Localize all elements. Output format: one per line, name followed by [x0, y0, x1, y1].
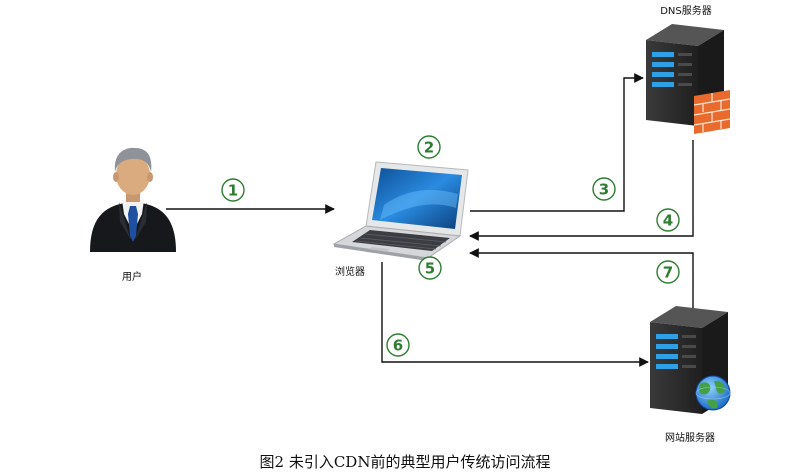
step-number: 4 — [663, 212, 673, 230]
connectors — [166, 73, 694, 367]
arrow-browser-to-web — [381, 262, 649, 367]
step-number: 7 — [663, 264, 673, 282]
browser-label: 浏览器 — [335, 265, 365, 278]
step-number: 5 — [425, 260, 435, 278]
step-marker-3: 3 — [592, 177, 616, 201]
laptop-icon — [332, 161, 469, 261]
globe-icon — [695, 375, 731, 411]
browser-node: 浏览器 — [332, 161, 469, 278]
server-leds — [652, 52, 692, 87]
businessman-icon — [90, 147, 176, 252]
web-server-label: 网站服务器 — [665, 431, 715, 444]
step-number: 2 — [424, 139, 434, 157]
step-number: 1 — [228, 182, 238, 200]
firewall-brick-icon — [693, 90, 731, 134]
arrow-dns-to-browser — [469, 140, 694, 241]
step-marker-2: 2 — [417, 135, 441, 159]
step-number: 3 — [599, 181, 609, 199]
arrow-browser-to-dns — [470, 73, 644, 212]
step-markers: 1 2 3 4 5 6 7 — [221, 135, 680, 357]
server-tower-icon — [650, 306, 728, 414]
step-marker-5: 5 — [418, 256, 442, 280]
step-marker-1: 1 — [221, 178, 245, 202]
server-tower-icon — [646, 24, 724, 126]
step-marker-7: 7 — [656, 260, 680, 284]
arrow-web-to-browser — [469, 248, 694, 308]
step-marker-4: 4 — [656, 208, 680, 232]
user-node: 用户 — [90, 147, 176, 283]
server-leds — [656, 334, 696, 369]
step-number: 6 — [393, 337, 403, 355]
figure-caption: 图2 未引入CDN前的典型用户传统访问流程 — [260, 453, 551, 471]
step-marker-6: 6 — [386, 333, 410, 357]
user-label: 用户 — [122, 270, 142, 283]
web-server-node: 网站服务器 — [650, 306, 731, 444]
dns-server-label: DNS服务器 — [660, 4, 712, 17]
dns-server-node: DNS服务器 — [646, 4, 731, 134]
